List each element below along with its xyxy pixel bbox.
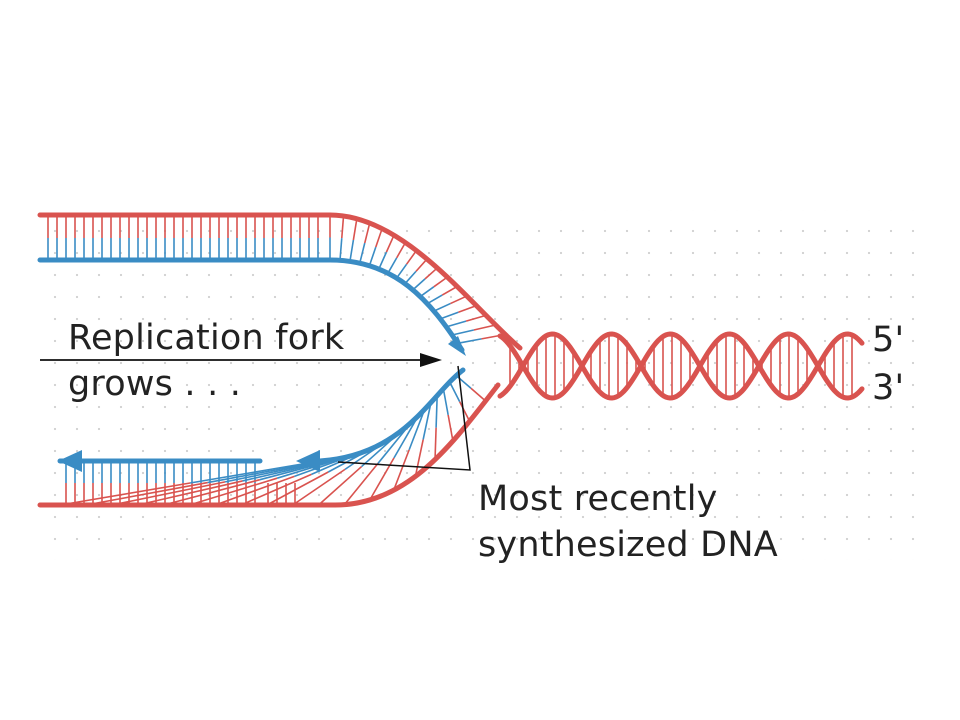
base-pair-rung bbox=[396, 263, 408, 279]
base-pair-rung bbox=[439, 311, 459, 320]
recent-dna-pointer bbox=[337, 365, 471, 471]
base-pair-rung bbox=[214, 475, 295, 506]
base-pair-rung bbox=[111, 481, 226, 506]
base-pair-rung bbox=[433, 302, 451, 312]
base-pair-rung bbox=[395, 242, 407, 259]
base-pair-rung bbox=[465, 314, 487, 322]
base-pair-rung bbox=[368, 246, 377, 266]
base-pair-rung bbox=[422, 402, 432, 440]
base-pair-rung bbox=[405, 250, 418, 265]
base-pair-rung bbox=[408, 408, 426, 451]
parental-strand-top bbox=[37, 212, 523, 351]
recent-dna-label-line1: Most recently bbox=[478, 479, 718, 519]
base-pair-rung bbox=[189, 477, 278, 506]
new-strand-bottom-recent bbox=[317, 367, 466, 464]
arrow-left-icon bbox=[58, 450, 82, 472]
base-pair-rung bbox=[292, 468, 346, 506]
base-pair-rung bbox=[441, 285, 458, 296]
base-pair-rung bbox=[435, 395, 438, 428]
new-strand-top bbox=[37, 257, 465, 353]
base-pair-rung bbox=[318, 465, 363, 506]
base-pair-rung bbox=[378, 251, 388, 270]
base-pair-rung bbox=[349, 239, 355, 262]
base-pair-rung bbox=[446, 320, 467, 328]
arrow-left-icon bbox=[296, 450, 320, 472]
double-helix bbox=[497, 331, 865, 401]
base-pair-rung bbox=[424, 267, 438, 280]
base-pair-rung bbox=[434, 427, 437, 460]
base-pair-rung bbox=[358, 242, 366, 264]
base-pair-rung bbox=[392, 449, 410, 491]
base-pair-rung bbox=[352, 218, 358, 241]
base-pair-rung bbox=[447, 414, 454, 442]
base-pair-rung bbox=[385, 234, 395, 253]
base-pair-rung bbox=[266, 471, 329, 506]
fork-label-line1: Replication fork bbox=[68, 318, 345, 358]
helix-strand-a bbox=[497, 331, 865, 401]
base-pair-rung bbox=[414, 439, 424, 477]
base-pair-rung bbox=[404, 270, 417, 285]
base-pair-rung bbox=[412, 278, 426, 291]
recent-dna-label-line2: synthesized DNA bbox=[478, 525, 778, 565]
base-pair-rung bbox=[343, 462, 379, 506]
fork-label-line2: grows . . . bbox=[68, 364, 242, 404]
five-prime-label: 5' bbox=[872, 320, 905, 360]
base-pair-rung bbox=[85, 481, 208, 506]
base-pair-rungs bbox=[47, 215, 506, 506]
base-pair-rung bbox=[457, 338, 482, 345]
base-pair-rung bbox=[137, 480, 243, 506]
base-pair-rung bbox=[442, 388, 449, 416]
base-pair-rung bbox=[415, 258, 428, 272]
base-pair-rung bbox=[433, 276, 448, 288]
base-pair-rung bbox=[375, 228, 383, 248]
base-pair-rung bbox=[473, 324, 496, 331]
base-pair-rung bbox=[363, 222, 371, 244]
arrow-right-icon bbox=[420, 353, 442, 367]
base-pair-rung bbox=[339, 238, 343, 261]
base-pair-rung bbox=[60, 482, 191, 506]
base-pair-rung bbox=[426, 294, 443, 305]
arrow-head-top-icon bbox=[448, 336, 466, 356]
three-prime-label: 3' bbox=[872, 368, 905, 408]
base-pair-rung bbox=[240, 473, 312, 506]
base-pair-rung bbox=[458, 304, 477, 314]
base-pair-rung bbox=[448, 381, 461, 403]
base-pair-rung bbox=[450, 295, 468, 305]
base-pair-rung bbox=[451, 329, 474, 336]
base-pair-rung bbox=[470, 387, 487, 402]
base-pair-rung bbox=[189, 460, 321, 484]
base-pair-rung bbox=[340, 215, 345, 239]
base-pair-rung bbox=[387, 257, 398, 274]
base-pair-rung bbox=[419, 286, 435, 298]
helix-strand-b bbox=[497, 331, 865, 401]
base-pair-rung bbox=[458, 401, 471, 422]
parental-strand-bottom bbox=[37, 382, 501, 508]
base-pair-rung bbox=[163, 478, 261, 506]
